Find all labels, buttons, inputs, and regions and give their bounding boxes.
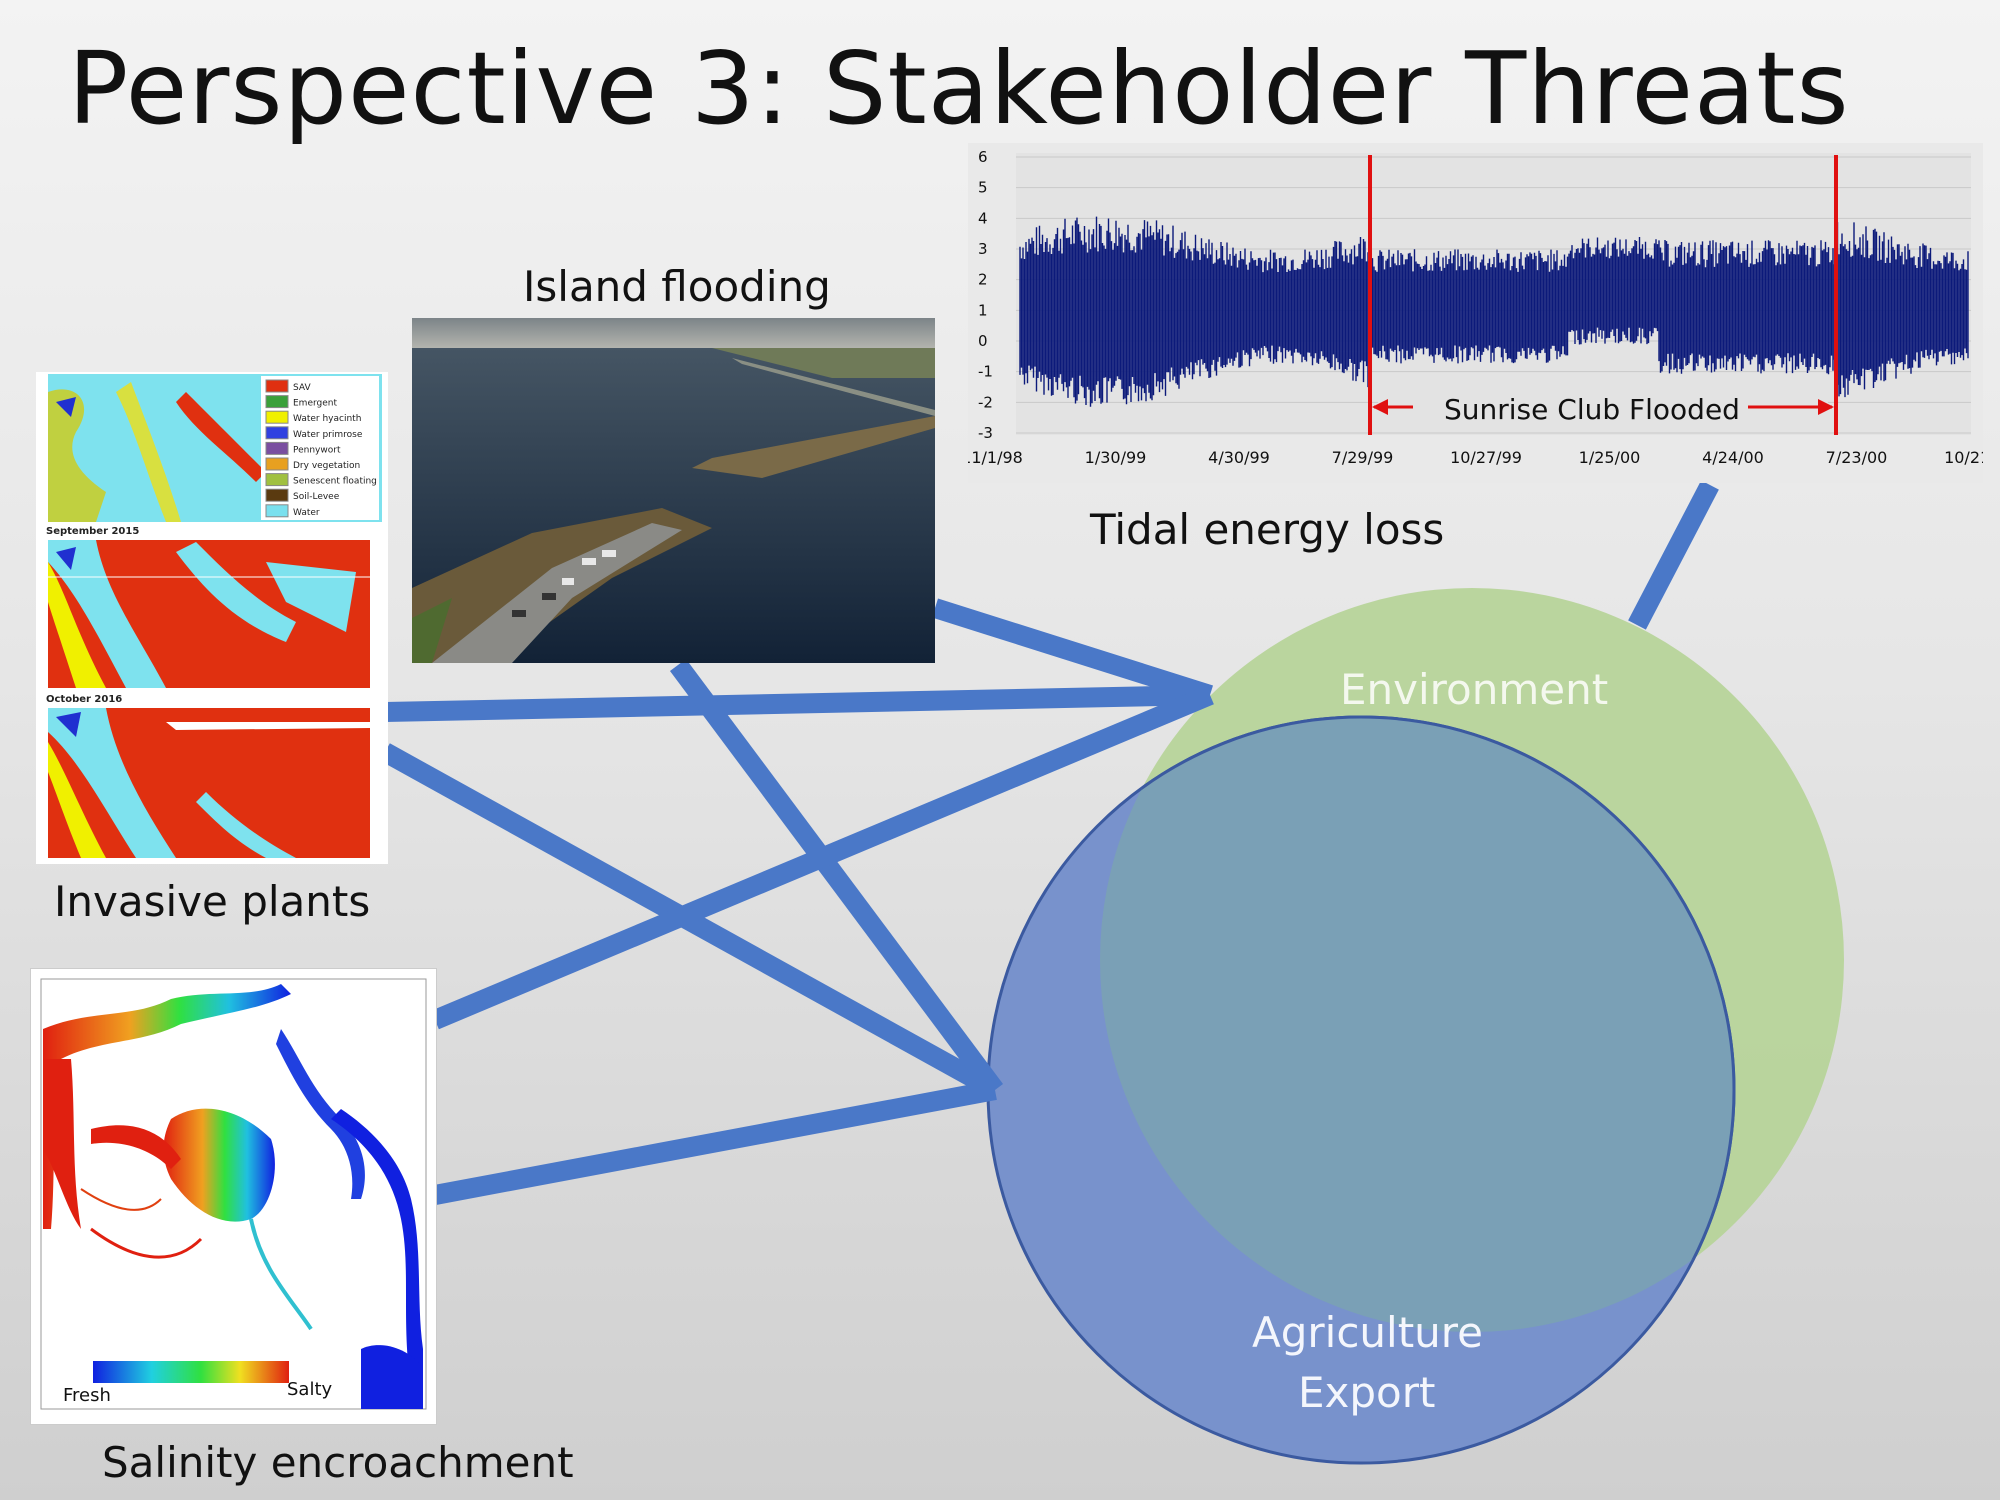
tidal-x-tick: 10/27/99 — [1450, 448, 1522, 467]
legend-label: Water — [293, 508, 320, 518]
legend-swatch — [265, 426, 289, 440]
legend-label: Soil-Levee — [293, 492, 340, 502]
legend-label: Water hyacinth — [293, 414, 361, 424]
tidal-y-tick: 2 — [978, 271, 988, 289]
tidal-y-tick: 4 — [978, 209, 988, 227]
invasive-plants-label: Invasive plants — [54, 877, 371, 926]
tidal-y-tick: -1 — [978, 363, 993, 381]
tidal-y-tick: 0 — [978, 332, 988, 350]
tidal-y-tick: 5 — [978, 179, 988, 197]
legend-label: Emergent — [293, 399, 337, 409]
tidal-x-tick: 7/23/00 — [1826, 448, 1888, 467]
legend-label: Senescent floating — [293, 477, 377, 487]
tidal-energy-label: Tidal energy loss — [1090, 505, 1445, 554]
tidal-chart: 6 5 4 3 2 1 0 -1 -2 -3 11/1/98 1/30/99 4/30/99 7/29/… — [961, 143, 2000, 483]
tidal-y-tick: -3 — [978, 424, 993, 442]
tidal-y-tick: 6 — [978, 148, 988, 166]
legend-label: Pennywort — [293, 445, 341, 455]
legend-swatch — [265, 441, 289, 455]
legend-label: Dry vegetation — [293, 461, 360, 471]
export-label: Export — [1298, 1368, 1436, 1417]
connector-flooding-agriculture — [669, 659, 1004, 1096]
tidal-x-tick: 1/30/99 — [1085, 448, 1147, 467]
agriculture-label: Agriculture — [1252, 1308, 1483, 1357]
salinity-scale-bar — [93, 1361, 289, 1383]
tidal-x-tick: 10/21/00 — [1944, 448, 1983, 467]
vegetation-caption-1: September 2015 — [46, 526, 139, 537]
island-flooding-photo — [412, 318, 935, 663]
legend-swatch — [265, 410, 289, 424]
tidal-annotation: Sunrise Club Flooded — [1444, 393, 1740, 426]
tidal-y-tick: 1 — [978, 301, 988, 319]
salinity-map: Fresh Salty — [30, 968, 437, 1425]
connector-salinity-agriculture — [433, 1080, 997, 1205]
tidal-x-tick: 4/24/00 — [1702, 448, 1764, 467]
tidal-x-tick: 4/30/99 — [1208, 448, 1270, 467]
connector-tidal-environment — [1628, 480, 1719, 630]
legend-swatch — [265, 473, 289, 487]
salinity-salty-label: Salty — [287, 1379, 333, 1400]
island-flooding-label: Island flooding — [523, 262, 831, 311]
vegetation-caption-2: October 2016 — [46, 694, 122, 705]
legend-label: SAV — [293, 383, 311, 393]
connector-invasive-environment — [384, 685, 1211, 722]
tidal-x-tick: 11/1/98 — [968, 448, 1023, 467]
slide-title: Perspective 3: Stakeholder Threats — [68, 30, 1850, 147]
tidal-series — [1019, 216, 1969, 407]
legend-label: Water primrose — [293, 430, 363, 440]
tidal-x-tick: 1/25/00 — [1579, 448, 1641, 467]
salinity-fresh-label: Fresh — [63, 1385, 111, 1406]
connector-salinity-environment — [431, 685, 1214, 1030]
legend-swatch — [265, 395, 289, 409]
legend-swatch — [265, 379, 289, 393]
environment-label: Environment — [1340, 665, 1609, 714]
tidal-y-tick: 3 — [978, 240, 988, 258]
tidal-y-tick: -2 — [978, 393, 993, 411]
salinity-encroachment-label: Salinity encroachment — [102, 1438, 574, 1487]
legend-swatch — [265, 488, 289, 502]
connector-flooding-environment — [931, 598, 1214, 705]
tidal-x-tick: 7/29/99 — [1332, 448, 1394, 467]
legend-swatch — [265, 504, 289, 518]
legend-swatch — [265, 457, 289, 471]
